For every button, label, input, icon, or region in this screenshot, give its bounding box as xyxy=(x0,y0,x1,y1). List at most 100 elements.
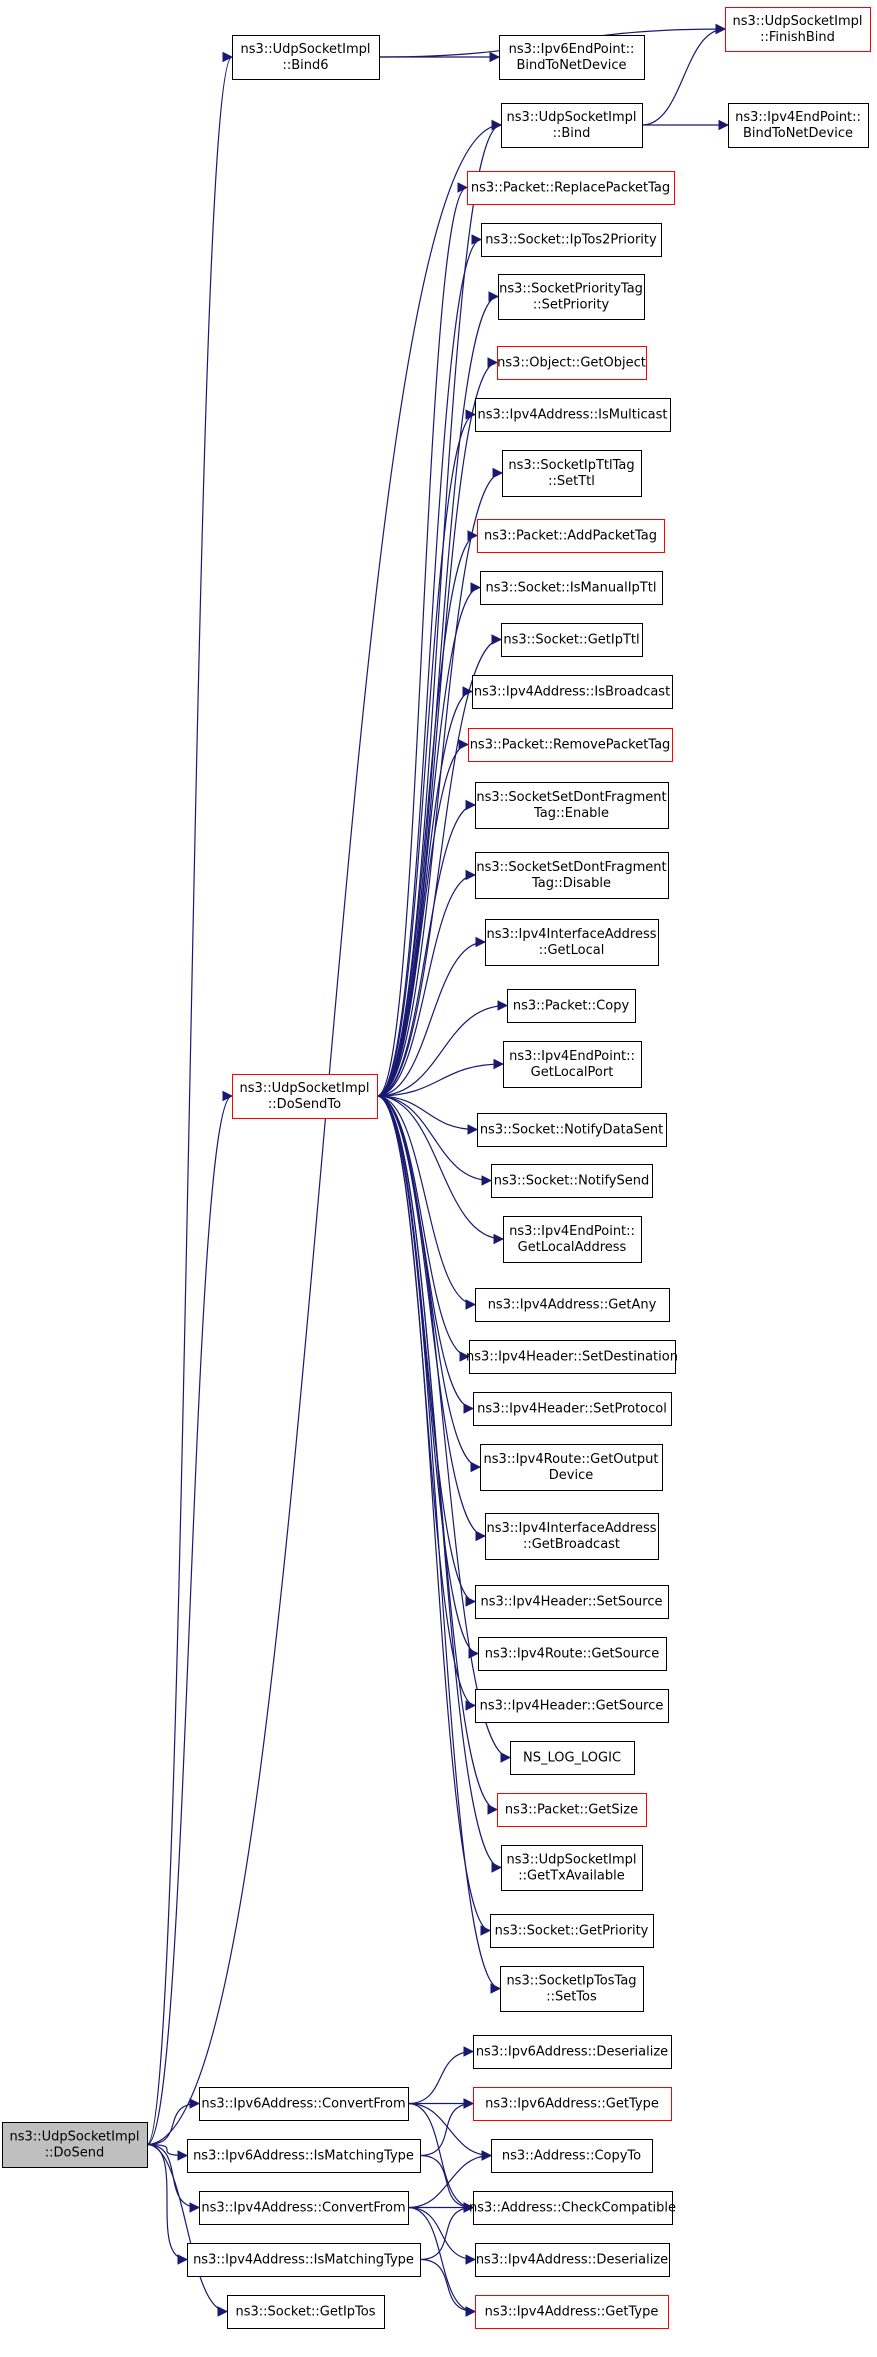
edge-dosendto-to-ifaddr_local xyxy=(376,936,487,1097)
node-label-line: GetLocalAddress xyxy=(518,1240,627,1255)
node-v6_conv[interactable]: ns3::Ipv6Address::ConvertFrom xyxy=(199,2087,409,2121)
node-label-line: ::Bind6 xyxy=(282,58,328,73)
node-box xyxy=(725,7,871,52)
node-box xyxy=(187,2139,421,2173)
node-label-line: ::GetLocal xyxy=(539,943,605,958)
node-ifaddr_local[interactable]: ns3::Ipv4InterfaceAddress::GetLocal xyxy=(485,919,659,966)
node-label-line: ns3::Ipv4Address::IsMatchingType xyxy=(193,2253,414,2268)
node-ifaddr_bcast[interactable]: ns3::Ipv4InterfaceAddress::GetBroadcast xyxy=(485,1513,659,1560)
node-label-line: GetLocalPort xyxy=(531,1065,614,1080)
edge-dosendto-to-df_enable xyxy=(376,799,477,1097)
node-iptos2prio[interactable]: ns3::Socket::IpTos2Priority xyxy=(481,223,662,257)
node-dosend[interactable]: ns3::UdpSocketImpl::DoSend xyxy=(2,2122,148,2168)
node-label-line: ns3::Socket::GetPriority xyxy=(495,1924,649,1939)
node-label-line: ns3::Ipv4InterfaceAddress xyxy=(486,927,656,942)
node-getipttl[interactable]: ns3::Socket::GetIpTtl xyxy=(501,623,643,657)
node-box xyxy=(503,1041,642,1088)
node-localaddr[interactable]: ns3::Ipv4EndPoint::GetLocalAddress xyxy=(503,1216,642,1263)
node-box xyxy=(507,989,636,1023)
node-bind[interactable]: ns3::UdpSocketImpl::Bind xyxy=(501,103,643,148)
node-v4_conv[interactable]: ns3::Ipv4Address::ConvertFrom xyxy=(199,2191,409,2225)
node-finishbind[interactable]: ns3::UdpSocketImpl::FinishBind xyxy=(725,7,871,52)
node-label-line: ns3::Ipv4EndPoint:: xyxy=(735,110,861,125)
node-box xyxy=(478,1637,667,1671)
node-txavail[interactable]: ns3::UdpSocketImpl::GetTxAvailable xyxy=(501,1845,643,1891)
edge-dosendto-to-copy xyxy=(376,1000,509,1097)
node-box xyxy=(475,2243,670,2277)
node-v6_deser[interactable]: ns3::Ipv6Address::Deserialize xyxy=(473,2035,672,2069)
node-label-line: ::DoSend xyxy=(45,2146,104,2161)
node-v6_match[interactable]: ns3::Ipv6Address::IsMatchingType xyxy=(187,2139,421,2173)
edge-dosendto-to-bind xyxy=(376,119,503,1097)
node-replacetag[interactable]: ns3::Packet::ReplacePacketTag xyxy=(467,171,675,205)
node-copyto[interactable]: ns3::Address::CopyTo xyxy=(491,2139,653,2173)
node-box xyxy=(477,519,665,553)
edge-dosend-to-bind6 xyxy=(146,52,234,2146)
edge-v4_conv-to-copyto xyxy=(407,2150,493,2209)
node-box xyxy=(472,675,673,709)
node-iptos_set[interactable]: ns3::SocketIpTosTag::SetTos xyxy=(500,1966,644,2012)
node-getiptos[interactable]: ns3::Socket::GetIpTos xyxy=(227,2295,385,2329)
node-box xyxy=(187,2243,421,2277)
node-ipv4ep_bind[interactable]: ns3::Ipv4EndPoint::BindToNetDevice xyxy=(728,103,869,148)
edge-v4_conv-to-v4_deser xyxy=(407,2206,477,2265)
node-box xyxy=(2,2122,148,2168)
node-notifysend[interactable]: ns3::Socket::NotifySend xyxy=(491,1164,653,1198)
node-box xyxy=(485,919,659,966)
node-copy[interactable]: ns3::Packet::Copy xyxy=(507,989,636,1023)
node-ismulticast[interactable]: ns3::Ipv4Address::IsMulticast xyxy=(475,398,671,432)
node-box xyxy=(473,2035,672,2069)
node-prio_set[interactable]: ns3::SocketPriorityTag::SetPriority xyxy=(498,274,645,320)
node-setdest[interactable]: ns3::Ipv4Header::SetDestination xyxy=(466,1340,678,1374)
node-box xyxy=(199,2087,409,2121)
node-label-line: ns3::Object::GetObject xyxy=(497,356,646,371)
node-getpriority[interactable]: ns3::Socket::GetPriority xyxy=(490,1914,654,1948)
node-ipv6ep_bind[interactable]: ns3::Ipv6EndPoint::BindToNetDevice xyxy=(499,35,645,80)
node-dosendto[interactable]: ns3::UdpSocketImpl::DoSendTo xyxy=(232,1074,378,1119)
node-ismanual[interactable]: ns3::Socket::IsManualIpTtl xyxy=(480,571,663,605)
node-label-line: ns3::Socket::NotifySend xyxy=(494,1174,650,1189)
edge-v4_conv-to-v4_gettype xyxy=(407,2206,477,2317)
node-v4_match[interactable]: ns3::Ipv4Address::IsMatchingType xyxy=(187,2243,421,2277)
node-box xyxy=(232,35,380,80)
node-setproto[interactable]: ns3::Ipv4Header::SetProtocol xyxy=(473,1392,672,1426)
edge-dosendto-to-removetag xyxy=(376,739,470,1097)
node-isbroadcast[interactable]: ns3::Ipv4Address::IsBroadcast xyxy=(472,675,673,709)
node-label-line: ns3::SocketIpTtlTag xyxy=(508,458,634,473)
node-v4_deser[interactable]: ns3::Ipv4Address::Deserialize xyxy=(475,2243,670,2277)
node-notifydatasent[interactable]: ns3::Socket::NotifyDataSent xyxy=(477,1113,667,1147)
edge-dosendto-to-ipttl_set xyxy=(376,467,504,1097)
node-getany[interactable]: ns3::Ipv4Address::GetAny xyxy=(475,1288,670,1322)
node-v6_gettype[interactable]: ns3::Ipv6Address::GetType xyxy=(473,2087,672,2121)
edge-dosendto-to-txavail xyxy=(376,1095,503,1873)
node-label-line: ns3::Ipv4InterfaceAddress xyxy=(486,1521,656,1536)
node-ipttl_set[interactable]: ns3::SocketIpTtlTag::SetTtl xyxy=(502,450,642,497)
node-route_getsource[interactable]: ns3::Ipv4Route::GetSource xyxy=(478,1637,667,1671)
node-localport[interactable]: ns3::Ipv4EndPoint::GetLocalPort xyxy=(503,1041,642,1088)
edge-dosend-to-v6_conv xyxy=(146,2098,201,2146)
node-box xyxy=(199,2191,409,2225)
node-setsource[interactable]: ns3::Ipv4Header::SetSource xyxy=(475,1585,669,1619)
node-removetag[interactable]: ns3::Packet::RemovePacketTag xyxy=(468,728,673,762)
edge-v6_conv-to-copyto xyxy=(407,2102,493,2161)
node-getsize[interactable]: ns3::Packet::GetSize xyxy=(497,1793,647,1827)
node-addtag[interactable]: ns3::Packet::AddPacketTag xyxy=(477,519,665,553)
node-label-line: ns3::Ipv6Address::ConvertFrom xyxy=(201,2097,405,2112)
node-label-line: ns3::Ipv4Address::GetType xyxy=(485,2305,659,2320)
node-label-line: NS_LOG_LOGIC xyxy=(523,1751,621,1766)
node-bind6[interactable]: ns3::UdpSocketImpl::Bind6 xyxy=(232,35,380,80)
node-label-line: ns3::Address::CheckCompatible xyxy=(469,2201,676,2216)
node-label-line: ::GetBroadcast xyxy=(523,1537,620,1552)
node-v4_gettype[interactable]: ns3::Ipv4Address::GetType xyxy=(475,2295,669,2329)
node-label-line: ::FinishBind xyxy=(760,30,835,45)
node-checkcompat[interactable]: ns3::Address::CheckCompatible xyxy=(469,2191,676,2225)
node-nslog[interactable]: NS_LOG_LOGIC xyxy=(510,1741,635,1775)
node-getobject[interactable]: ns3::Object::GetObject xyxy=(497,346,647,380)
node-hdr_getsource[interactable]: ns3::Ipv4Header::GetSource xyxy=(475,1689,669,1723)
node-label-line: ::Bind xyxy=(553,126,591,141)
edge-dosendto-to-localaddr xyxy=(376,1095,505,1245)
